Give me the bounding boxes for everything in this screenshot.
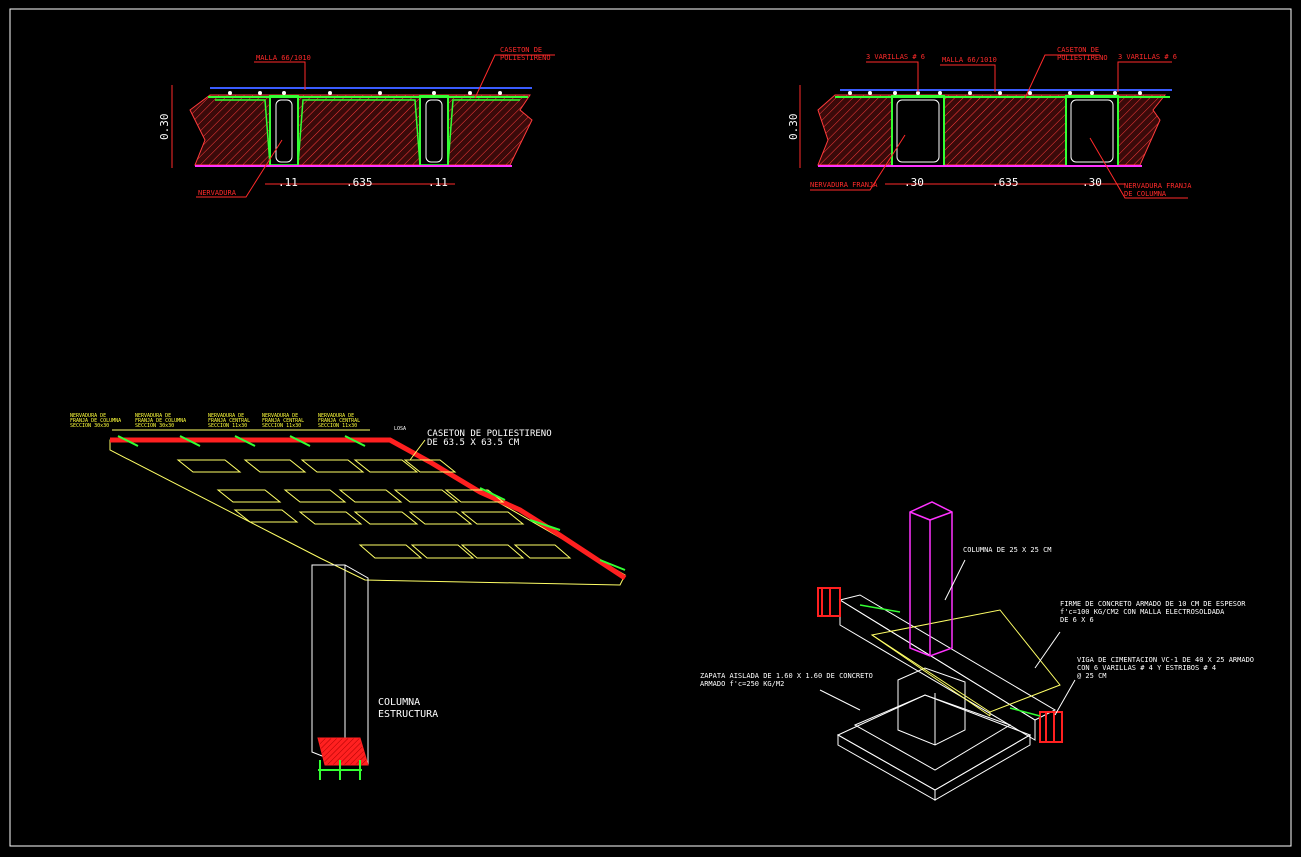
iso-footing-zapata-l2: ARMADO f'c=250 KG/M2: [700, 680, 784, 688]
iso-footing-zapata-l1: ZAPATA AISLADA DE 1.60 X 1.60 DE CONCRET…: [700, 672, 873, 680]
section-a-concrete: [189, 94, 533, 166]
iso-slab-top-labels: NERVADURA DE FRANJA DE COLUMNA SECCION 3…: [70, 413, 406, 432]
iso-label-5-l1: NERVADURA DE: [318, 413, 354, 419]
iso-footing-columna: COLUMNA DE 25 X 25 CM: [963, 546, 1052, 554]
iso-columna-l1: COLUMNA: [378, 697, 420, 708]
iso-slab-red-edge: [110, 437, 627, 581]
section-a-rib-right: [419, 95, 449, 167]
section-a-label-malla: MALLA 66/1010: [256, 54, 311, 62]
iso-footing-firme-l2: f'c=100 KG/CM2 CON MALLA ELECTROSOLDADA: [1060, 608, 1225, 616]
section-b-dim-left: .30: [904, 176, 924, 189]
iso-footing: COLUMNA DE 25 X 25 CM FIRME DE CONCRETO …: [700, 501, 1254, 801]
iso-footing-firme-l3: DE 6 X 6: [1060, 616, 1094, 624]
section-b-label-malla: MALLA 66/1010: [942, 56, 997, 64]
iso-label-1-l2: FRANJA DE COLUMNA: [70, 418, 121, 424]
section-a-dim-left: .11: [278, 176, 298, 189]
section-a-label-caseton: CASETON DE: [500, 46, 542, 54]
section-b: 0.30 .30 .635 .30 3 VARILLAS # 6 MALLA 6…: [787, 46, 1192, 199]
iso-label-losa: LOSA: [394, 426, 406, 432]
section-a-label-nervadura: NERVADURA: [198, 189, 237, 197]
iso-label-1-l1: NERVADURA DE: [70, 413, 106, 419]
section-b-label-caseton2: POLIESTIRENO: [1057, 54, 1108, 62]
iso-label-1-l3: SECCION 30x30: [70, 423, 109, 429]
iso-label-3-l1: NERVADURA DE: [208, 413, 244, 419]
section-b-label-nervadura-columna: NERVADURA FRANJA: [1124, 182, 1192, 190]
iso-label-5-l2: FRANJA CENTRAL: [318, 418, 360, 424]
section-b-height-dim: 0.30: [787, 114, 800, 141]
iso-label-4-l3: SECCION 11x30: [262, 423, 301, 429]
iso-footing-viga-l3: @ 25 CM: [1077, 672, 1107, 680]
section-a-dim-right: .11: [428, 176, 448, 189]
iso-label-4-l2: FRANJA CENTRAL: [262, 418, 304, 424]
iso-firme: [870, 609, 1061, 713]
iso-footing-column: [909, 501, 953, 657]
section-b-dim-right: .30: [1082, 176, 1102, 189]
iso-columna-l2: ESTRUCTURA: [378, 709, 438, 720]
section-b-label-caseton: CASETON DE: [1057, 46, 1099, 54]
iso-caseton-l2: DE 63.5 X 63.5 CM: [427, 438, 520, 448]
iso-label-2-l1: NERVADURA DE: [135, 413, 171, 419]
section-a-label-caseton2: POLIESTIRENO: [500, 54, 551, 62]
section-b-label-varillas-left: 3 VARILLAS # 6: [866, 53, 925, 61]
iso-label-3-l2: FRANJA CENTRAL: [208, 418, 250, 424]
section-b-dim-mid: .635: [992, 176, 1019, 189]
section-b-label-nervadura-columna2: DE COLUMNA: [1124, 190, 1167, 198]
iso-label-2-l3: SECCION 30x30: [135, 423, 174, 429]
section-a-rib-left: [269, 95, 299, 167]
iso-footing-firme-l1: FIRME DE CONCRETO ARMADO DE 10 CM DE ESP…: [1060, 600, 1246, 608]
section-a-dim-mid: .635: [346, 176, 373, 189]
section-a-height-dim: 0.30: [158, 114, 171, 141]
section-b-label-nervadura-franja: NERVADURA FRANJA: [810, 181, 878, 189]
iso-label-4-l1: NERVADURA DE: [262, 413, 298, 419]
iso-footing-viga-l1: VIGA DE CIMENTACION VC-1 DE 40 X 25 ARMA…: [1077, 656, 1254, 664]
iso-label-2-l2: FRANJA DE COLUMNA: [135, 418, 186, 424]
iso-label-5-l3: SECCION 11x30: [318, 423, 357, 429]
iso-slab: NERVADURA DE FRANJA DE COLUMNA SECCION 3…: [70, 413, 627, 780]
iso-column: [311, 564, 369, 766]
iso-label-3-l3: SECCION 11x30: [208, 423, 247, 429]
iso-footing-viga-l2: CON 6 VARILLAS # 4 Y ESTRIBOS # 4: [1077, 664, 1216, 672]
section-a: 0.30 .11 .635 .11 MALLA 66/1010 CASETON …: [158, 46, 555, 198]
drawing-frame: [9, 8, 1292, 847]
iso-caseton-l1: CASETON DE POLIESTIRENO: [427, 429, 552, 439]
section-b-label-varillas-right: 3 VARILLAS # 6: [1118, 53, 1177, 61]
